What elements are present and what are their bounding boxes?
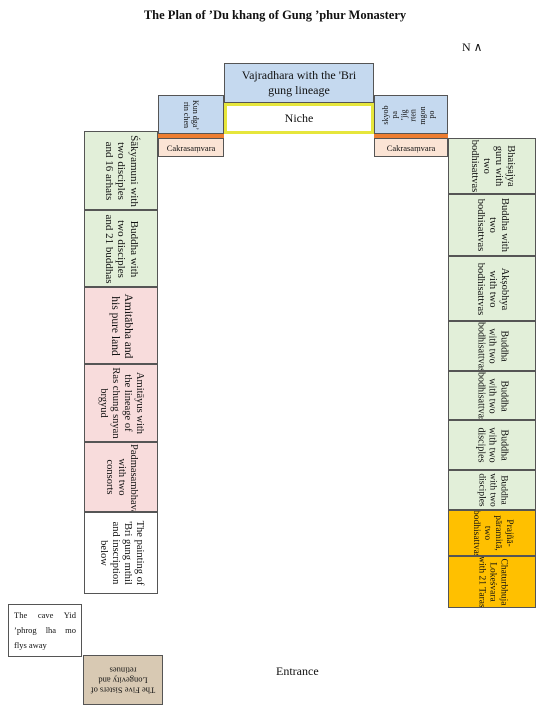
left-wall-label-6: The painting of 'Bri gung mthil and insc… (97, 520, 146, 586)
right-wall-label-9: Chaturbhuja Lokeśvara with 21 Taras (476, 556, 509, 608)
left-wall-label-2: Buddha with two disciples and 21 buddhas (102, 213, 140, 284)
left-wall-label-1: Śākyamuni with two disciples and 16 arha… (102, 134, 140, 207)
left-wall-panel-6: The painting of 'Bri gung mthil and insc… (84, 512, 158, 594)
cave-label: The cave Yid ’phrog lha mo flys away (14, 610, 76, 650)
kun-dga-rin-chen-label: Kun dga’ rin chen (182, 99, 201, 130)
left-orange-strip (158, 134, 224, 138)
right-wall-label-1: Bhaiṣajya guru with two bodhisattvas (468, 139, 517, 193)
vajradhara-block: Vajradhara with the 'Bri gung lineage (224, 63, 374, 103)
cakrasamvara-right-label: Cakrasaṃvara (386, 142, 436, 153)
jig-rten-mgon-po-block: skyob pa ’jig rten mgon po (374, 95, 448, 134)
left-wall-panel-1: Śākyamuni with two disciples and 16 arha… (84, 131, 158, 210)
right-wall-panel-2: Buddha with two bodhisattvas (448, 194, 536, 256)
right-wall-label-4: Buddha with two bodhisattvas (475, 322, 510, 371)
right-wall-label-5: Buddha with two bodhisattvas (475, 371, 510, 420)
cakrasamvara-left-block: Cakrasaṃvara (158, 138, 224, 157)
niche-label: Niche (284, 111, 314, 125)
page-title: The Plan of ’Du khang of Gung ’phur Mona… (143, 8, 407, 22)
right-wall-label-8: Prajñā-pāramitā, two bodhisattvas (471, 510, 514, 556)
vajradhara-label: Vajradhara with the 'Bri gung lineage (241, 68, 357, 97)
cave-box: The cave Yid ’phrog lha mo flys away (8, 604, 82, 657)
north-arrow: N ∧ (462, 40, 483, 54)
left-wall-panel-5: Padmasambhava with two consorts (84, 442, 158, 512)
right-wall-panel-5: Buddha with two bodhisattvas (448, 371, 536, 420)
left-wall-panel-4: Amitāyus with the lineage of Ras chung s… (84, 364, 158, 442)
right-wall-label-6: Buddha with two disciples (475, 427, 510, 463)
right-wall-panel-8: Prajñā-pāramitā, two bodhisattvas (448, 510, 536, 556)
left-wall-label-3: Amitābha and his pure land (109, 293, 135, 358)
five-sisters-label: The Five Sisters of Longevity and retinu… (90, 666, 156, 696)
cakrasamvara-right-block: Cakrasaṃvara (374, 138, 448, 157)
right-wall-label-7: Buddha with two disciples (476, 473, 509, 507)
right-wall-panel-9: Chaturbhuja Lokeśvara with 21 Taras (448, 556, 536, 608)
five-sisters-block: The Five Sisters of Longevity and retinu… (83, 655, 163, 705)
cakrasamvara-left-label: Cakrasaṃvara (166, 142, 216, 153)
kun-dga-rin-chen-block: Kun dga’ rin chen (158, 95, 224, 134)
niche-block: Niche (224, 103, 374, 134)
right-wall-panel-1: Bhaiṣajya guru with two bodhisattvas (448, 138, 536, 194)
right-wall-panel-7: Buddha with two disciples (448, 470, 536, 510)
left-wall-label-5: Padmasambhava with two consorts (103, 444, 140, 512)
right-wall-label-3: Akṣobhya with two bodhisattvas (474, 262, 511, 315)
left-wall-label-4: Amitāyus with the lineage of Ras chung s… (97, 367, 146, 439)
right-wall-panel-4: Buddha with two bodhisattvas (448, 321, 536, 371)
right-orange-strip (374, 134, 448, 138)
right-wall-panel-6: Buddha with two disciples (448, 420, 536, 470)
jig-rten-mgon-po-label: skyob pa ’jig rten mgon po (381, 104, 436, 125)
left-wall-panel-3: Amitābha and his pure land (84, 287, 158, 364)
left-wall-panel-2: Buddha with two disciples and 21 buddhas (84, 210, 158, 287)
entrance-label: Entrance (276, 664, 319, 678)
right-wall-label-2: Buddha with two bodhisattvas (474, 198, 511, 252)
right-wall-panel-3: Akṣobhya with two bodhisattvas (448, 256, 536, 321)
